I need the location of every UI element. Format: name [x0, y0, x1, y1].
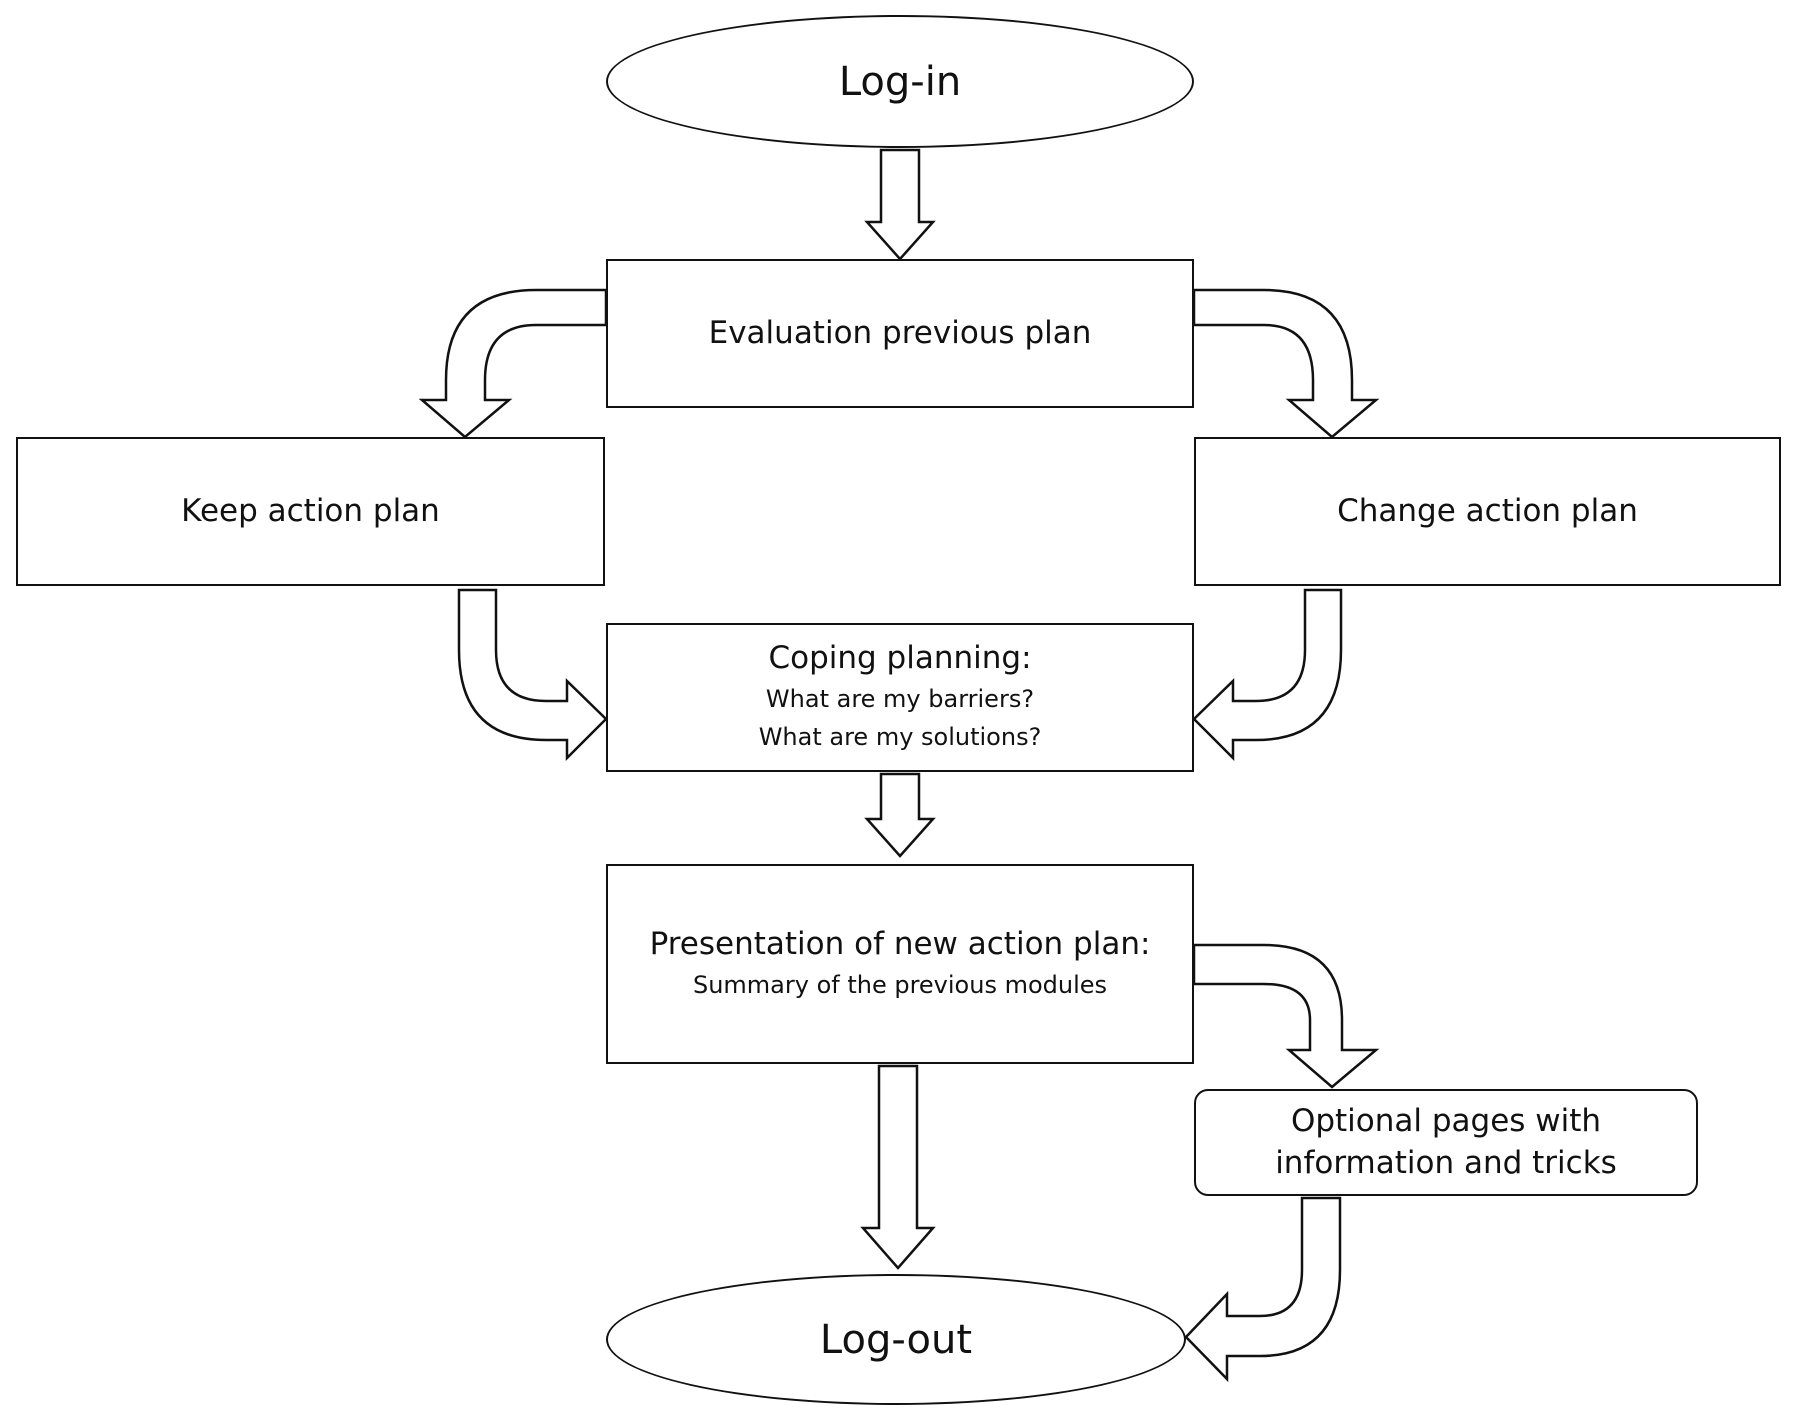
arrow-optional-to-logout: [1184, 1196, 1342, 1383]
optional-pages-node: Optional pages with information and tric…: [1194, 1089, 1698, 1196]
logout-node: Log-out: [606, 1274, 1186, 1405]
login-label: Log-in: [838, 58, 962, 105]
arrow-evaluation-to-change: [1192, 288, 1380, 439]
change-node: Change action plan: [1194, 437, 1781, 586]
arrow-change-to-coping: [1192, 588, 1343, 762]
arrow-evaluation-to-keep: [418, 288, 608, 439]
arrow-keep-to-coping: [457, 588, 608, 762]
optional-pages-line2: information and tricks: [1275, 1144, 1617, 1181]
presentation-subtitle: Summary of the previous modules: [692, 970, 1108, 999]
arrow-presentation-to-logout: [860, 1064, 936, 1270]
presentation-node: Presentation of new action plan: Summary…: [606, 864, 1194, 1064]
evaluation-label: Evaluation previous plan: [708, 314, 1092, 351]
arrow-presentation-to-optional: [1192, 943, 1380, 1089]
coping-node: Coping planning: What are my barriers? W…: [606, 623, 1194, 772]
keep-label: Keep action plan: [181, 492, 440, 529]
evaluation-node: Evaluation previous plan: [606, 259, 1194, 408]
arrow-coping-to-presentation: [864, 772, 936, 858]
logout-label: Log-out: [819, 1316, 973, 1363]
coping-title: Coping planning:: [768, 640, 1032, 677]
coping-question-solutions: What are my solutions?: [758, 723, 1042, 752]
keep-node: Keep action plan: [16, 437, 605, 586]
presentation-title: Presentation of new action plan:: [649, 925, 1151, 962]
change-label: Change action plan: [1337, 492, 1638, 529]
optional-pages-line1: Optional pages with: [1290, 1102, 1602, 1139]
arrow-login-to-evaluation: [864, 148, 936, 261]
login-node: Log-in: [606, 15, 1194, 148]
coping-question-barriers: What are my barriers?: [765, 685, 1035, 714]
